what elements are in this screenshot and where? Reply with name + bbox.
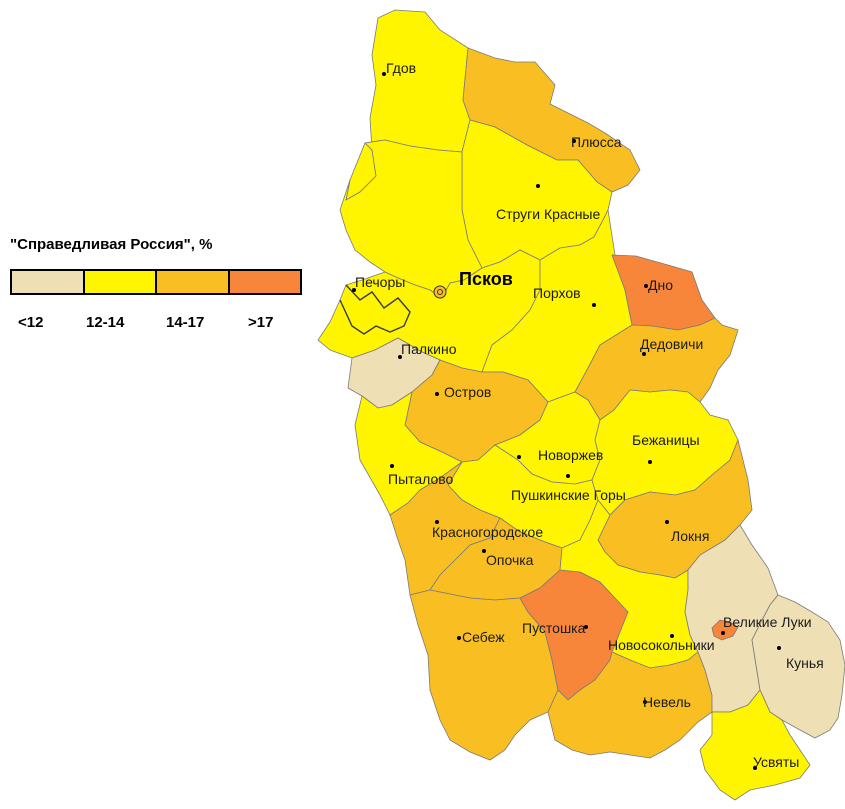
lake-shoreline bbox=[339, 284, 411, 335]
city-dot-ostrov bbox=[435, 392, 439, 396]
label-kunya: Кунья bbox=[786, 655, 824, 671]
legend-label-12-14: 12-14 bbox=[86, 314, 125, 331]
legend-color-bar bbox=[10, 269, 302, 295]
label-pytalovo: Пыталово bbox=[388, 471, 454, 487]
legend-swatch-above-17 bbox=[229, 271, 300, 293]
label-gdov: Гдов bbox=[386, 60, 416, 76]
label-pushgory: Пушкинские Горы bbox=[511, 487, 626, 503]
city-dot-gdov bbox=[382, 72, 386, 76]
label-novorzhev: Новоржев bbox=[538, 447, 603, 463]
legend-swatch-below-12 bbox=[12, 271, 85, 293]
city-dot-sebezh bbox=[457, 636, 461, 640]
city-dot-palkino bbox=[398, 355, 402, 359]
city-dot-loknya bbox=[665, 520, 669, 524]
legend-title: "Справедливая Россия", % bbox=[10, 236, 213, 253]
label-dedovichi: Дедовичи bbox=[640, 336, 703, 352]
legend-swatch-12-14 bbox=[84, 271, 157, 293]
city-dot-krasnogorodskoe bbox=[435, 520, 439, 524]
label-loknya: Локня bbox=[671, 528, 709, 544]
pskov-city-symbol bbox=[433, 285, 447, 299]
legend-swatch-14-17 bbox=[157, 271, 230, 293]
label-novosokolniki: Новосокольники bbox=[608, 637, 715, 653]
city-dot-usvyaty bbox=[753, 766, 757, 770]
city-dot-plyussa bbox=[572, 139, 576, 143]
district-sebezh bbox=[409, 589, 559, 761]
label-bezhanitsy: Бежаницы bbox=[632, 432, 700, 448]
capital-label: Псков bbox=[459, 269, 513, 289]
label-porkhov: Порхов bbox=[533, 285, 581, 301]
label-pechory: Печоры bbox=[355, 274, 405, 290]
city-dot-kunya bbox=[777, 646, 781, 650]
district-velikie-luki-city bbox=[711, 619, 739, 641]
city-dot-dno bbox=[644, 284, 648, 288]
city-dot-strugi bbox=[536, 184, 540, 188]
label-sebezh: Себеж bbox=[462, 629, 505, 645]
label-plyussa: Плюсса bbox=[571, 134, 622, 150]
legend-label-below-12: <12 bbox=[18, 314, 44, 331]
label-velikie-luki: Великие Луки bbox=[723, 614, 812, 630]
label-pustoshka: Пустошка bbox=[522, 620, 586, 636]
city-dot-bezhanitsy bbox=[648, 460, 652, 464]
city-dot-pushgory bbox=[517, 455, 521, 459]
legend-label-14-17: 14-17 bbox=[166, 314, 205, 331]
city-dot-opochka bbox=[482, 549, 486, 553]
legend-labels: <12 12-14 14-17 >17 bbox=[10, 314, 310, 334]
label-usvyaty: Усвяты bbox=[753, 754, 799, 770]
city-dot-porkhov bbox=[592, 303, 596, 307]
city-dot-novosokolniki bbox=[670, 634, 674, 638]
label-ostrov: Остров bbox=[444, 384, 491, 400]
city-dot-dedovichi bbox=[642, 352, 646, 356]
pskov-city-inner-icon bbox=[437, 289, 443, 295]
city-dot-velikie-luki bbox=[721, 631, 725, 635]
city-dot-pytalovo bbox=[390, 464, 394, 468]
city-dot-nevel bbox=[643, 700, 647, 704]
city-dot-novorzhev bbox=[566, 474, 570, 478]
district-kunya bbox=[751, 594, 845, 739]
label-strugi: Струги Красные bbox=[496, 206, 600, 222]
label-krasnogorodskoe: Красногородское bbox=[432, 524, 543, 540]
label-nevel: Невель bbox=[643, 694, 691, 710]
label-palkino: Палкино bbox=[401, 341, 457, 357]
city-dot-pechory bbox=[352, 288, 356, 292]
label-dno: Дно bbox=[648, 277, 673, 293]
label-opochka: Опочка bbox=[486, 552, 534, 568]
city-dot-pustoshka bbox=[584, 625, 588, 629]
district-usvyaty bbox=[699, 689, 811, 801]
legend-label-above-17: >17 bbox=[248, 314, 274, 331]
